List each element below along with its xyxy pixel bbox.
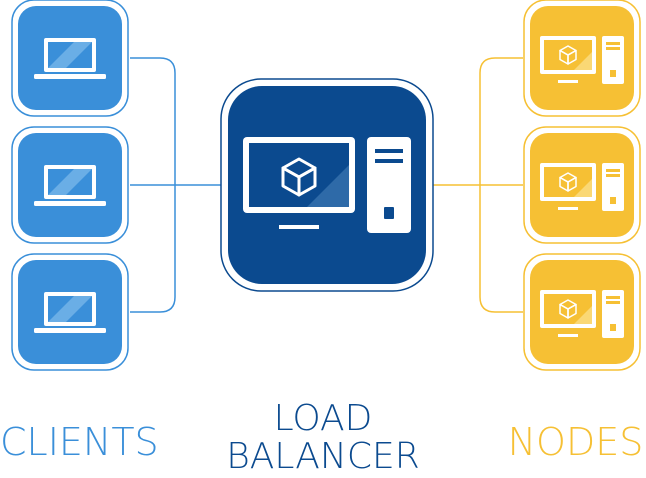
client-2 bbox=[11, 126, 129, 244]
desktop-with-cube-icon bbox=[540, 36, 624, 84]
node-connectors bbox=[432, 57, 523, 313]
desktop-with-cube-icon bbox=[243, 137, 411, 233]
client-1 bbox=[11, 0, 129, 117]
node-3 bbox=[523, 253, 641, 371]
load-balancer-label-line2: BALANCER bbox=[226, 435, 420, 477]
clients-label: CLIENTS bbox=[0, 420, 159, 464]
nodes-label: NODES bbox=[507, 420, 644, 464]
client-3 bbox=[11, 253, 129, 371]
desktop-with-cube-icon bbox=[540, 163, 624, 211]
desktop-with-cube-icon bbox=[540, 290, 624, 338]
load-balancer-label: LOAD BALANCER bbox=[213, 400, 433, 476]
load-balancer bbox=[220, 78, 434, 292]
node-1 bbox=[523, 0, 641, 117]
client-connectors bbox=[130, 57, 222, 313]
load-balancer-label-line1: LOAD bbox=[273, 398, 373, 439]
node-2 bbox=[523, 126, 641, 244]
